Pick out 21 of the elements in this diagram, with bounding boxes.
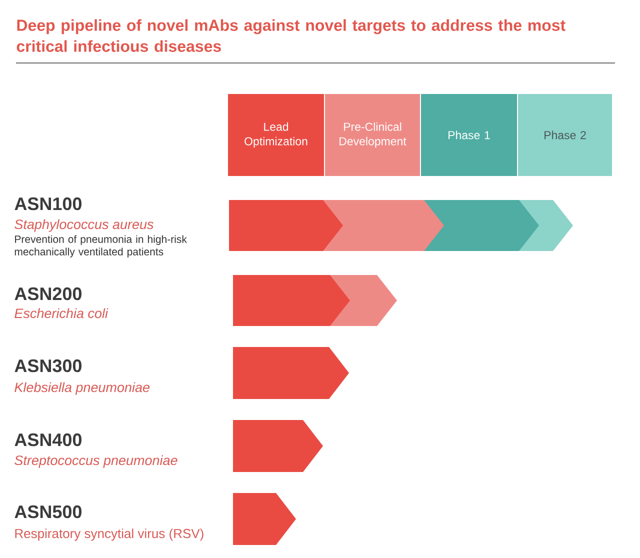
progress-bar <box>233 420 323 472</box>
pathogen-name: Escherichia coli <box>14 308 108 318</box>
title: Deep pipeline of novel mAbs against novel targets to address the most critical infectious diseases <box>16 19 566 52</box>
phase-header: Pre-Clinical Development <box>325 94 420 176</box>
drug-code: ASN500 <box>14 505 82 518</box>
drug-code: ASN400 <box>14 433 82 446</box>
progress-bar <box>233 275 350 326</box>
indication-text: Prevention of pneumonia in high-risk mechanically ventilated patients <box>14 235 187 258</box>
phase-header: Phase 1 <box>421 94 517 176</box>
drug-code: ASN200 <box>14 287 82 300</box>
phase-header: Phase 2 <box>518 94 612 176</box>
drug-code: ASN300 <box>14 359 82 372</box>
progress-bar <box>229 200 343 251</box>
pathogen-name: Respiratory syncytial virus (RSV) <box>15 528 204 541</box>
pathogen-name: Streptococcus pneumoniae <box>14 455 178 468</box>
phase-header: Lead Optimization <box>228 94 324 176</box>
drug-code: ASN100 <box>14 197 82 210</box>
pathogen-name: Klebsiella pneumoniae <box>14 382 150 395</box>
progress-bar <box>233 493 296 545</box>
pathogen-name: Staphylococcus aureus <box>14 219 154 232</box>
progress-bar <box>233 347 349 399</box>
